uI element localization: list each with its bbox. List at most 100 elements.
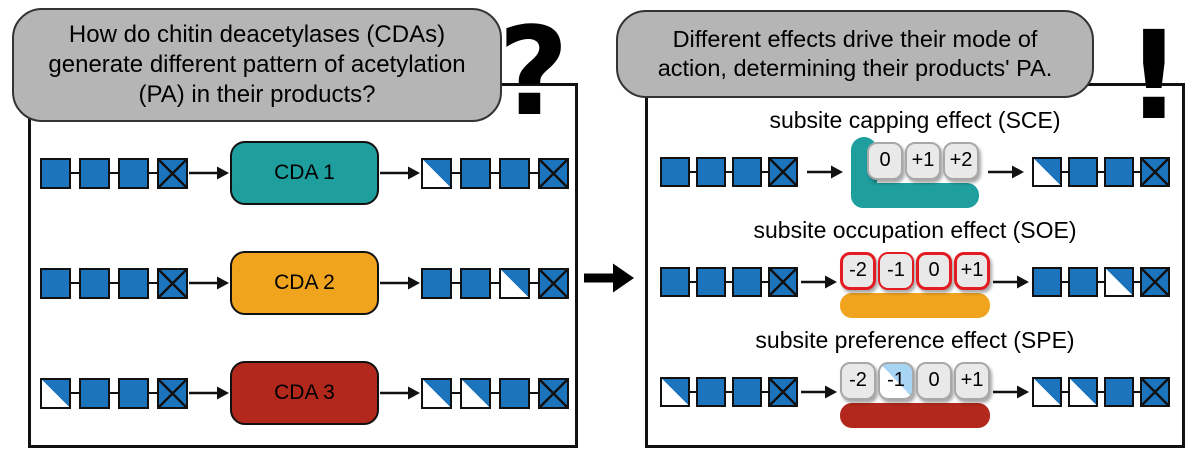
glycosidic-link bbox=[1134, 281, 1140, 284]
subsite--1: -1 bbox=[878, 251, 914, 290]
glycosidic-link bbox=[726, 391, 732, 394]
exclamation-mark: ! bbox=[1126, 5, 1182, 147]
soe-product-chain bbox=[1032, 267, 1170, 298]
glycosidic-link bbox=[530, 172, 538, 174]
sugar-unit-full bbox=[1068, 267, 1098, 298]
glycosidic-link bbox=[1062, 171, 1068, 174]
sugar-unit-full bbox=[499, 157, 530, 189]
sugar-unit-full bbox=[40, 267, 71, 299]
sugar-unit-full bbox=[118, 377, 149, 409]
glycosidic-link bbox=[726, 281, 732, 284]
sugar-unit-cross bbox=[1140, 267, 1170, 298]
sce-substrate-chain bbox=[660, 157, 798, 188]
glycosidic-link bbox=[491, 282, 499, 284]
cda3-substrate-chain bbox=[40, 377, 188, 409]
subsite--2: -2 bbox=[840, 251, 876, 290]
arrow-right-icon bbox=[380, 276, 420, 290]
glycosidic-link bbox=[149, 172, 157, 174]
glycosidic-link bbox=[1098, 171, 1104, 174]
sce-subsites: 0+1+2 bbox=[867, 141, 979, 180]
arrow-right-icon bbox=[189, 166, 229, 180]
glycosidic-link bbox=[762, 391, 768, 394]
arrow-right-icon bbox=[380, 166, 420, 180]
sugar-unit-half bbox=[660, 377, 690, 408]
spe-substrate-chain bbox=[660, 377, 798, 408]
glycosidic-link bbox=[149, 282, 157, 284]
cda3-reaction-row: CDA 3 bbox=[31, 361, 575, 425]
cda2-substrate-chain bbox=[40, 267, 188, 299]
subsite--1: -1 bbox=[878, 361, 914, 400]
sugar-unit-full bbox=[460, 267, 491, 299]
question-speech-bubble: How do chitin deacetylases (CDAs) genera… bbox=[12, 8, 502, 122]
sugar-unit-full bbox=[1068, 157, 1098, 188]
glycosidic-link bbox=[1098, 281, 1104, 284]
sugar-unit-cross bbox=[157, 377, 188, 409]
glycosidic-link bbox=[110, 392, 118, 394]
sugar-unit-cross bbox=[768, 267, 798, 298]
glycosidic-link bbox=[149, 392, 157, 394]
sugar-unit-half bbox=[1032, 157, 1062, 188]
arrow-right-icon bbox=[806, 165, 843, 179]
cda1-enzyme-box: CDA 1 bbox=[230, 141, 379, 205]
cda3-product-chain bbox=[421, 377, 569, 409]
glycosidic-link bbox=[452, 282, 460, 284]
cda3-enzyme-box: CDA 3 bbox=[230, 361, 379, 425]
spe-enzyme-base bbox=[840, 402, 990, 428]
cda1-product-chain bbox=[421, 157, 569, 189]
sugar-unit-full bbox=[660, 157, 690, 188]
question-panel: CDA 1 CDA 2 CDA 3 bbox=[28, 83, 578, 448]
subsite-0: 0 bbox=[916, 251, 952, 290]
sugar-unit-cross bbox=[538, 377, 569, 409]
sugar-unit-half bbox=[421, 377, 452, 409]
sugar-unit-full bbox=[40, 157, 71, 189]
glycosidic-link bbox=[452, 172, 460, 174]
subsite-+1: +1 bbox=[905, 141, 941, 180]
glycosidic-link bbox=[71, 172, 79, 174]
glycosidic-link bbox=[530, 392, 538, 394]
sce-product-chain bbox=[1032, 157, 1170, 188]
arrow-right-icon bbox=[801, 385, 837, 399]
sugar-unit-cross bbox=[1140, 377, 1170, 408]
sugar-unit-full bbox=[79, 267, 110, 299]
subsite--2: -2 bbox=[840, 361, 876, 400]
arrow-right-icon bbox=[380, 386, 420, 400]
big-arrow-right-icon bbox=[584, 263, 634, 293]
glycosidic-link bbox=[110, 282, 118, 284]
sugar-unit-cross bbox=[538, 267, 569, 299]
soe-substrate-chain bbox=[660, 267, 798, 298]
answer-panel: subsite capping effect (SCE) 0+1+2 subsi… bbox=[645, 83, 1185, 448]
arrow-right-icon bbox=[801, 275, 837, 289]
sugar-unit-full bbox=[118, 157, 149, 189]
sugar-unit-half bbox=[499, 267, 530, 299]
glycosidic-link bbox=[690, 281, 696, 284]
sce-section: subsite capping effect (SCE) 0+1+2 bbox=[656, 107, 1174, 208]
sugar-unit-half bbox=[40, 377, 71, 409]
sugar-unit-half bbox=[421, 157, 452, 189]
sugar-unit-cross bbox=[1140, 157, 1170, 188]
sugar-unit-cross bbox=[768, 377, 798, 408]
cda1-substrate-chain bbox=[40, 157, 188, 189]
glycosidic-link bbox=[726, 171, 732, 174]
sugar-unit-full bbox=[421, 267, 452, 299]
glycosidic-link bbox=[1134, 171, 1140, 174]
subsite-+2: +2 bbox=[943, 141, 979, 180]
sugar-unit-cross bbox=[538, 157, 569, 189]
sugar-unit-cross bbox=[768, 157, 798, 188]
subsite-0: 0 bbox=[867, 141, 903, 180]
glycosidic-link bbox=[1062, 391, 1068, 394]
subsite-+1: +1 bbox=[954, 251, 990, 290]
soe-title: subsite occupation effect (SOE) bbox=[753, 217, 1077, 243]
glycosidic-link bbox=[762, 171, 768, 174]
sugar-unit-half bbox=[1032, 377, 1062, 408]
spe-title: subsite preference effect (SPE) bbox=[755, 327, 1075, 353]
sugar-unit-full bbox=[696, 267, 726, 298]
sugar-unit-full bbox=[499, 377, 530, 409]
glycosidic-link bbox=[452, 392, 460, 394]
arrow-right-icon bbox=[189, 276, 229, 290]
sugar-unit-half bbox=[1104, 267, 1134, 298]
